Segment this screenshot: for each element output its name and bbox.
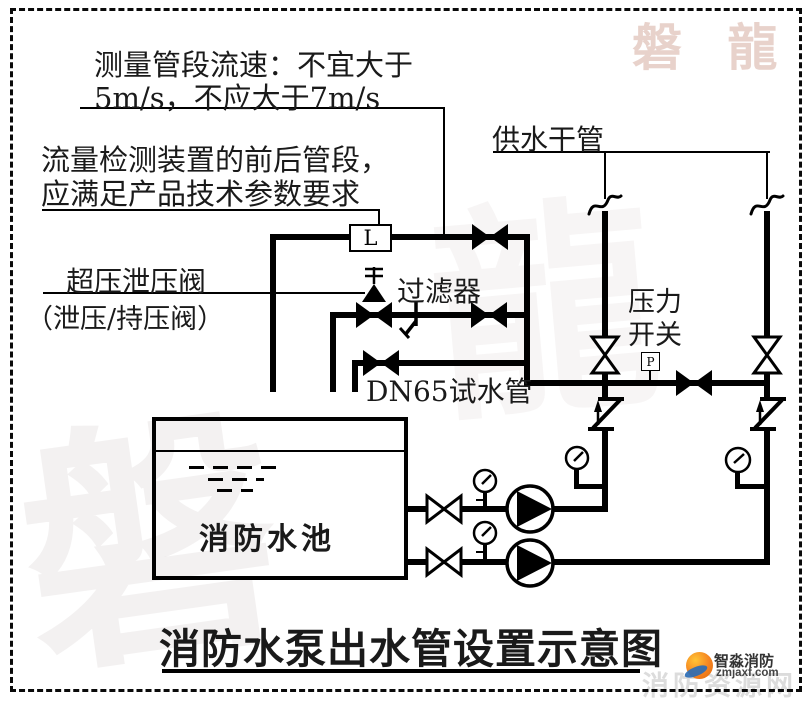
pressure-switch-text-line1: 压力: [628, 287, 682, 318]
gate-valve-icon: [356, 224, 712, 396]
supply-main-line: [493, 151, 770, 153]
pipe-segment: [405, 506, 427, 512]
pipe-segment: [352, 360, 358, 392]
pump-icon: [505, 484, 555, 588]
flow-meter-box: L: [349, 224, 392, 252]
pipe-segment: [649, 371, 651, 381]
logo-ball-icon: [683, 652, 713, 681]
leader-line: [42, 209, 380, 211]
pressure-switch-box: P: [641, 352, 660, 371]
flow-arrow-icon: [594, 400, 764, 425]
diagram-title: 消防水泵出水管设置示意图: [159, 626, 663, 672]
pipe-segment: [270, 234, 276, 392]
pipe-segment: [735, 484, 766, 489]
pipe-segment: [405, 559, 427, 565]
water-surface-icon: [189, 466, 281, 469]
leader-line: [443, 107, 445, 237]
pipe-segment: [476, 499, 483, 501]
pressure-switch-text-line2: 开关: [628, 320, 682, 351]
gate-valve-icon: [589, 335, 783, 375]
tank-water-line: [156, 450, 404, 452]
fire-water-tank: [152, 417, 408, 580]
water-surface-icon: [208, 478, 264, 481]
tank-label: 消防水池: [199, 523, 335, 556]
pipe-segment: [524, 380, 770, 386]
pipe-segment: [524, 234, 530, 386]
pipe-segment: [574, 484, 604, 489]
overpressure-valve-sublabel: （泄压/持压阀）: [26, 304, 225, 335]
supply-main-label: 供水干管: [492, 123, 605, 156]
logo-site: zmjaxf.com: [716, 667, 779, 679]
logo-name: 智淼消防: [714, 653, 775, 670]
device-note-line1: 流量检测装置的前后管段，: [41, 143, 390, 177]
overpressure-valve-label: 超压泄压阀: [66, 265, 207, 298]
pipe-segment: [461, 559, 510, 565]
dashed-border: [10, 8, 802, 692]
pressure-switch-label-letter: P: [646, 354, 655, 369]
pipe-segment: [574, 468, 579, 488]
pipe-segment: [602, 211, 608, 338]
pipe-segment: [764, 211, 770, 338]
pipe-break-icon: [587, 194, 785, 216]
gate-valve-icon: [425, 492, 463, 579]
test-pipe-label: DN65试水管: [366, 375, 533, 408]
flow-meter-label: L: [363, 226, 378, 250]
pipe-segment: [764, 429, 770, 565]
site-logo: 智淼消防 zmjaxf.com: [683, 651, 806, 683]
pipe-segment: [270, 234, 530, 240]
device-note-line2: 应满足产品技术参数要求: [41, 177, 361, 211]
pipe-segment: [330, 312, 530, 318]
title-underline: [162, 669, 640, 673]
pipe-segment: [735, 470, 740, 488]
check-valve-icon: [588, 397, 786, 431]
pipe-segment: [602, 371, 608, 398]
leader-line: [80, 107, 445, 109]
logo-swoosh-icon: [683, 662, 709, 681]
strainer-icon: [398, 302, 418, 340]
pipe-segment: [602, 429, 608, 512]
pipe-segment: [483, 544, 487, 561]
pipe-segment: [550, 506, 608, 512]
pipe-segment: [330, 312, 336, 392]
water-surface-icon: [217, 489, 253, 492]
pipe-segment: [352, 360, 524, 366]
pressure-gauge-icon: [472, 445, 752, 546]
relief-valve-icon: [362, 267, 386, 302]
velocity-note-line2: 5m/s，不应大于7m/s: [94, 81, 381, 115]
velocity-note-line1: 测量管段流速：不宜大于: [94, 48, 414, 82]
filter-label: 过滤器: [397, 275, 482, 308]
leader-line: [378, 209, 380, 226]
pipe-segment: [476, 551, 483, 553]
supply-main-drop: [604, 151, 606, 199]
supply-main-drop: [766, 151, 768, 199]
leader-line: [43, 292, 365, 294]
pipe-segment: [764, 371, 770, 398]
pipe-segment: [483, 492, 487, 508]
pipe-segment: [550, 559, 770, 565]
pipe-segment: [461, 506, 510, 512]
